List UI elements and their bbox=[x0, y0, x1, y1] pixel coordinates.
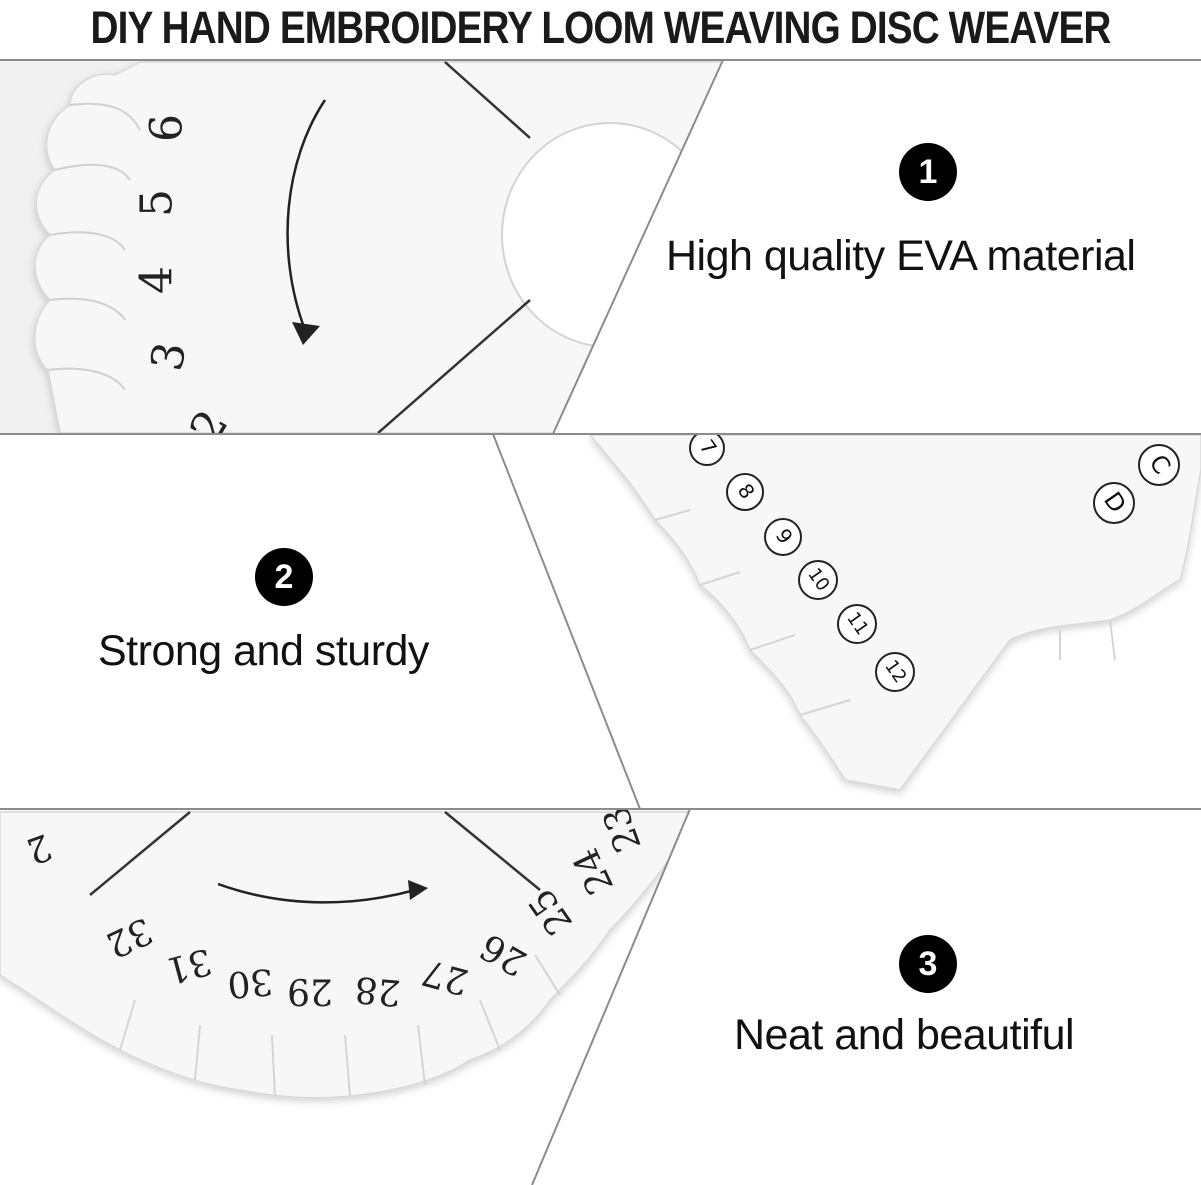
feature-1-text: High quality EVA material bbox=[666, 232, 1136, 280]
panel3-number: 30 bbox=[226, 960, 275, 1005]
panel2-circled-number: 8 bbox=[726, 473, 764, 511]
panel2-weaver-photo: 7 8 9 10 11 12 C D bbox=[493, 435, 1201, 808]
panel1-number: 4 bbox=[132, 266, 183, 294]
panel2-circled-number: 12 bbox=[875, 652, 915, 692]
feature-2-text: Strong and sturdy bbox=[98, 627, 429, 675]
panel1-disc-photo: 6 5 4 3 2 bbox=[0, 60, 723, 433]
panel2-circled-number: 7 bbox=[689, 435, 725, 466]
panel2-circled-number: 11 bbox=[837, 604, 877, 644]
feature-3-number-badge: 3 bbox=[899, 935, 957, 993]
panel1-number: 6 bbox=[142, 114, 193, 142]
panel3-number: 29 bbox=[287, 970, 333, 1011]
feature-3-text: Neat and beautiful bbox=[734, 1011, 1075, 1059]
panel2-circled-letter: C bbox=[1138, 444, 1180, 486]
feature-2-number-badge: 2 bbox=[255, 548, 313, 606]
panel3-number: 28 bbox=[353, 968, 402, 1013]
page-title: DIY HAND EMBROIDERY LOOM WEAVING DISC WE… bbox=[90, 2, 1111, 53]
panel2-circled-number: 10 bbox=[798, 560, 838, 600]
panel1-number: 5 bbox=[132, 189, 183, 217]
panel-dividers bbox=[0, 59, 1201, 1185]
feature-1-number-badge: 1 bbox=[899, 143, 957, 201]
panel2-circled-letter: D bbox=[1093, 482, 1135, 524]
panel2-circled-number: 9 bbox=[764, 518, 802, 556]
panel3-disc-photo: 2 32 31 30 29 28 27 26 25 24 23 bbox=[0, 810, 690, 1185]
